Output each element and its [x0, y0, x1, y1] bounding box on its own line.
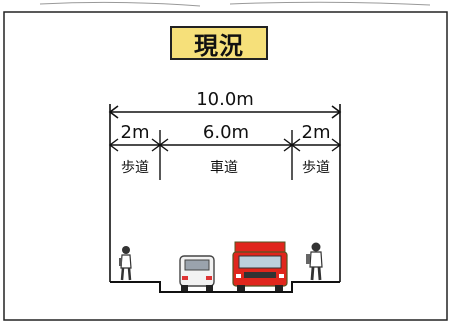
roadway-label: 車道 [210, 159, 238, 176]
sketch-top-lines [39, 1, 431, 7]
outer-border [3, 11, 448, 321]
left-sidewalk-width-label: 2m [121, 122, 150, 143]
left-pedestrian-icon [119, 246, 132, 281]
right-pedestrian-icon [306, 242, 323, 281]
roadway-width-label: 6.0m [203, 122, 249, 143]
left-sidewalk-label: 歩道 [121, 160, 149, 176]
white-car-icon [179, 255, 215, 291]
right-sidewalk-width-label: 2m [302, 122, 331, 143]
red-truck-icon [232, 241, 288, 291]
total-dimension-label: 10.0m [196, 89, 254, 110]
road-profile-line [110, 281, 340, 293]
right-sidewalk-label: 歩道 [302, 160, 330, 176]
title-label: 現況 [170, 26, 268, 60]
